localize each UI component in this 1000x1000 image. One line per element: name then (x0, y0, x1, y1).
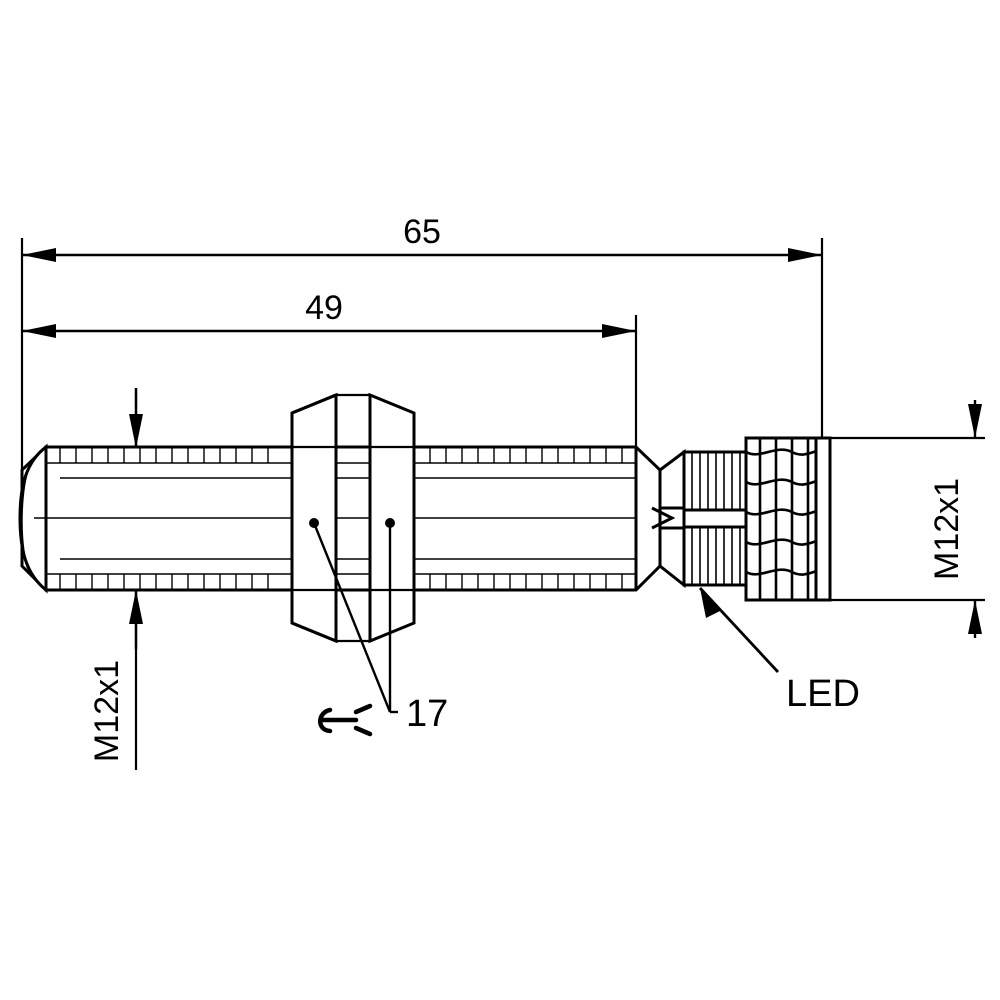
connector-knurl (682, 450, 748, 587)
dimension-49: 49 (22, 289, 636, 338)
connector-thread (744, 436, 824, 602)
thread-front-label: M12x1 (88, 660, 126, 762)
dimension-65-text: 65 (403, 213, 441, 251)
sensing-face-detail (20, 447, 47, 590)
hex-nut-edges (292, 393, 414, 643)
leader-led (698, 587, 780, 673)
connector-collar (651, 449, 686, 589)
dimension-65: 65 (22, 213, 822, 262)
barrel-thread-ticks (59, 447, 623, 590)
led-label: LED (786, 673, 860, 715)
connector-knurl-lines (691, 452, 741, 585)
connector-end-cap (814, 436, 832, 602)
wrench-icon (318, 703, 373, 737)
leader-17 (312, 522, 398, 714)
thread-rear-label: M12x1 (928, 478, 966, 580)
dimension-thread-front: M12x1 (88, 388, 143, 762)
dimension-49-text: 49 (305, 289, 343, 327)
dimension-thread-rear: M12x1 (928, 400, 982, 638)
dimension-17-text: 17 (406, 693, 448, 735)
hex-nut-rear (368, 392, 416, 644)
barrel-thread-lines (34, 462, 636, 575)
